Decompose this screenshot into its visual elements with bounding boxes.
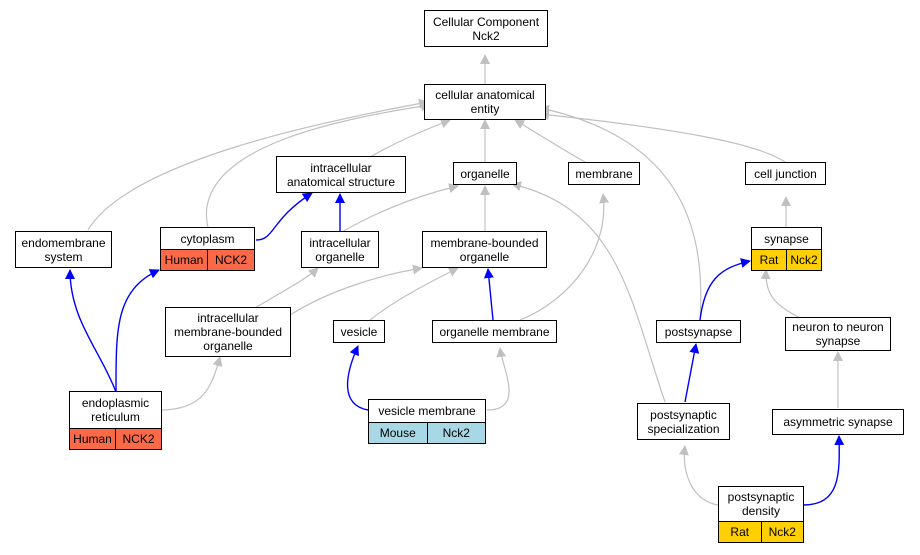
node-endoplasmic-reticulum-label: endoplasmic reticulum xyxy=(69,391,162,428)
node-vesicle-membrane[interactable]: vesicle membrane Mouse Nck2 xyxy=(368,399,486,444)
species-tag: Rat xyxy=(719,522,761,542)
node-postsynapse[interactable]: postsynapse xyxy=(656,320,741,343)
edge-celljunction-cae xyxy=(539,109,786,163)
edge-er-imbo xyxy=(159,356,223,411)
edge-er-cytoplasm[interactable] xyxy=(115,269,160,393)
node-synapse[interactable]: synapse Rat Nck2 xyxy=(751,227,822,271)
edge-orgmembrane-mbo[interactable] xyxy=(483,268,494,321)
species-tag: Mouse xyxy=(369,423,427,443)
node-postsynaptic-specialization[interactable]: postsynaptic specialization xyxy=(637,403,730,440)
node-postsynaptic-density[interactable]: postsynaptic density Rat Nck2 xyxy=(718,486,804,543)
annotation-row: Mouse Nck2 xyxy=(368,422,486,444)
gene-tag: Nck2 xyxy=(760,522,803,542)
species-tag: Rat xyxy=(752,250,786,270)
edge-postsynapse-cae xyxy=(539,104,702,321)
edge-vesmembrane-vesicle[interactable] xyxy=(346,345,369,411)
node-endomembrane-system[interactable]: endomembrane system xyxy=(15,231,112,268)
annotation-row: Human NCK2 xyxy=(160,249,255,271)
node-intracellular-anatomical-structure[interactable]: intracellular anatomical structure xyxy=(276,156,406,193)
edge-psd-asym[interactable] xyxy=(802,435,845,506)
edge-ias-cae xyxy=(369,118,451,158)
annotation-row: Rat Nck2 xyxy=(718,521,804,543)
edge-cytoplasm-ias[interactable] xyxy=(255,192,313,241)
node-endoplasmic-reticulum[interactable]: endoplasmic reticulum Human NCK2 xyxy=(69,391,162,450)
edge-imbo-mbo xyxy=(289,264,423,316)
node-neuron-to-neuron-synapse[interactable]: neuron to neuron synapse xyxy=(785,317,891,351)
edge-psspec-organelle xyxy=(511,181,666,403)
edge-endomembrane-cae xyxy=(87,98,429,231)
node-cytoplasm-label: cytoplasm xyxy=(160,227,255,249)
annotation-row: Rat Nck2 xyxy=(751,249,822,271)
node-cell-junction[interactable]: cell junction xyxy=(745,162,826,185)
node-asymmetric-synapse[interactable]: asymmetric synapse xyxy=(772,409,904,435)
edge-intraorganelle-organelle xyxy=(339,183,459,234)
edge-postsynapse-synapse[interactable] xyxy=(699,258,751,321)
edge-er-endomembrane[interactable] xyxy=(65,269,117,393)
edge-membrane-cae xyxy=(514,119,586,163)
node-membrane[interactable]: membrane xyxy=(568,162,640,185)
node-cytoplasm[interactable]: cytoplasm Human NCK2 xyxy=(160,227,255,271)
edge-vesicle-mbo xyxy=(369,267,459,321)
gene-tag: Nck2 xyxy=(426,423,485,443)
gene-tag: Nck2 xyxy=(786,250,821,270)
node-intracellular-organelle[interactable]: intracellular organelle xyxy=(301,231,379,268)
edge-psd-psspec xyxy=(678,445,719,506)
edge-orgmembrane-membrane xyxy=(519,193,610,321)
node-root[interactable]: Cellular Component Nck2 xyxy=(424,10,548,47)
node-cellular-anatomical-entity[interactable]: cellular anatomical entity xyxy=(424,84,546,120)
gene-tag: NCK2 xyxy=(115,429,161,449)
node-synapse-label: synapse xyxy=(751,227,822,249)
node-postsynaptic-density-label: postsynaptic density xyxy=(718,486,804,521)
edge-n2n-synapse xyxy=(760,269,801,319)
edge-cytoplasm-cae xyxy=(205,101,431,229)
annotation-row: Human NCK2 xyxy=(69,428,162,450)
species-tag: Human xyxy=(70,429,115,449)
edge-vesmembrane-orgmembrane xyxy=(486,347,510,411)
node-vesicle-membrane-label: vesicle membrane xyxy=(368,399,486,422)
node-vesicle[interactable]: vesicle xyxy=(333,320,385,343)
edge-imbo-intraorganelle xyxy=(254,267,319,309)
node-organelle-membrane[interactable]: organelle membrane xyxy=(432,320,557,343)
species-tag: Human xyxy=(161,250,207,270)
gene-tag: NCK2 xyxy=(207,250,254,270)
node-organelle[interactable]: organelle xyxy=(453,162,517,185)
node-membrane-bounded-organelle[interactable]: membrane-bounded organelle xyxy=(422,231,547,268)
edge-psspec-postsynapse[interactable] xyxy=(684,343,700,403)
node-intracellular-membrane-bounded-organelle[interactable]: intracellular membrane-bounded organelle xyxy=(165,307,291,357)
